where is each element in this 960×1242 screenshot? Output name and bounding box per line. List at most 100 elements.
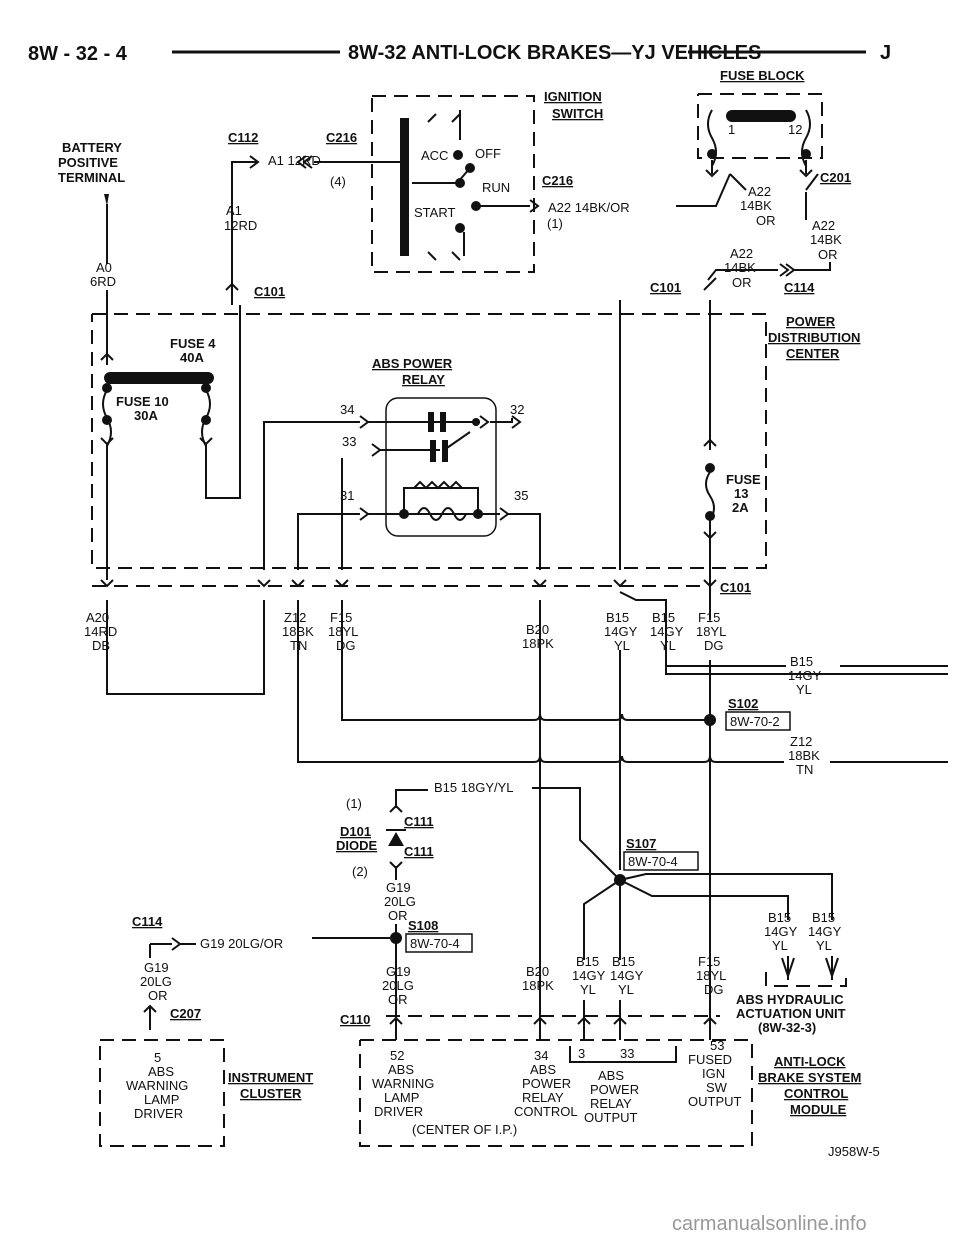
c112-label: C112 [228,130,258,145]
svg-text:A22 14BK/OR: A22 14BK/OR [548,200,630,215]
svg-text:B15: B15 [812,910,835,925]
svg-text:20LG: 20LG [384,894,416,909]
svg-text:OR: OR [732,275,752,290]
svg-text:A0: A0 [96,260,112,275]
svg-text:YL: YL [614,638,630,653]
svg-text:YL: YL [816,938,832,953]
s108-label: S108 [408,918,438,933]
svg-text:33: 33 [342,434,356,449]
svg-text:14GY: 14GY [764,924,798,939]
svg-text:20LG: 20LG [382,978,414,993]
svg-text:33: 33 [620,1046,634,1061]
c114-left-label: C114 [132,914,163,929]
c111-label-b: C111 [404,844,434,859]
svg-text:13: 13 [734,486,748,501]
svg-text:B15: B15 [652,610,675,625]
svg-text:F15: F15 [698,610,720,625]
svg-text:MODULE: MODULE [790,1102,847,1117]
svg-text:14GY: 14GY [572,968,606,983]
svg-text:ABS: ABS [530,1062,556,1077]
svg-text:OR: OR [148,988,168,1003]
vehicle-code: J [880,42,891,64]
svg-text:CONTROL: CONTROL [784,1086,848,1101]
svg-text:18YL: 18YL [696,624,726,639]
svg-text:OR: OR [388,992,408,1007]
svg-text:ACC: ACC [421,148,448,163]
svg-text:ACTUATION UNIT: ACTUATION UNIT [736,1006,846,1021]
svg-text:34: 34 [534,1048,548,1063]
c101-bottom-label: C101 [720,580,751,595]
abs-hydraulic-unit-label: ABS HYDRAULIC [736,992,844,1007]
svg-text:14BK: 14BK [740,198,772,213]
svg-text:FUSE 10: FUSE 10 [116,394,169,409]
svg-text:OUTPUT: OUTPUT [688,1094,742,1109]
svg-text:B15: B15 [612,954,635,969]
svg-text:START: START [414,205,455,220]
svg-text:A1 12RD: A1 12RD [268,153,321,168]
svg-text:POWER: POWER [522,1076,571,1091]
svg-text:B15: B15 [768,910,791,925]
svg-text:A22: A22 [812,218,835,233]
svg-text:8W-70-2: 8W-70-2 [730,714,780,729]
svg-text:RUN: RUN [482,180,510,195]
svg-text:18YL: 18YL [328,624,358,639]
svg-text:B15 18GY/YL: B15 18GY/YL [434,780,514,795]
svg-text:YL: YL [580,982,596,997]
s102-label: S102 [728,696,758,711]
svg-text:CENTER: CENTER [786,346,840,361]
svg-text:B15: B15 [576,954,599,969]
svg-text:35: 35 [514,488,528,503]
svg-text:YL: YL [618,982,634,997]
svg-text:OUTPUT: OUTPUT [584,1110,638,1125]
svg-text:3: 3 [578,1046,585,1061]
svg-text:18YL: 18YL [696,968,726,983]
svg-text:ABS: ABS [598,1068,624,1083]
svg-text:B15: B15 [606,610,629,625]
svg-text:RELAY: RELAY [522,1090,564,1105]
abs-control-module-label: ANTI-LOCK [774,1054,846,1069]
svg-text:ABS: ABS [388,1062,414,1077]
svg-text:14RD: 14RD [84,624,117,639]
svg-text:14BK: 14BK [724,260,756,275]
svg-text:A22: A22 [748,184,771,199]
svg-text:BRAKE SYSTEM: BRAKE SYSTEM [758,1070,861,1085]
svg-text:YL: YL [796,682,812,697]
svg-text:A1: A1 [226,203,242,218]
svg-text:Z12: Z12 [790,734,812,749]
svg-text:RELAY: RELAY [402,372,445,387]
c111-label-a: C111 [404,814,434,829]
svg-text:IGN: IGN [702,1066,725,1081]
figure-id: J958W-5 [828,1144,880,1159]
svg-text:(8W-32-3): (8W-32-3) [758,1020,816,1035]
svg-text:OR: OR [388,908,408,923]
svg-text:40A: 40A [180,350,204,365]
svg-text:34: 34 [340,402,354,417]
svg-text:12: 12 [788,122,802,137]
svg-text:G19: G19 [144,960,169,975]
svg-text:DG: DG [704,638,724,653]
svg-text:FUSE 4: FUSE 4 [170,336,216,351]
svg-text:A20: A20 [86,610,109,625]
watermark: carmanualsonline.info [672,1213,867,1235]
svg-text:CONTROL: CONTROL [514,1104,578,1119]
svg-text:Z12: Z12 [284,610,306,625]
c201-label: C201 [820,170,851,185]
svg-text:F15: F15 [698,954,720,969]
svg-text:32: 32 [510,402,524,417]
svg-text:POSITIVE: POSITIVE [58,155,118,170]
svg-text:WARNING: WARNING [126,1078,188,1093]
svg-text:14BK: 14BK [810,232,842,247]
svg-text:TN: TN [796,762,813,777]
svg-text:RELAY: RELAY [590,1096,632,1111]
svg-text:YL: YL [772,938,788,953]
svg-text:B20: B20 [526,964,549,979]
svg-text:8W-70-4: 8W-70-4 [410,936,460,951]
svg-text:DRIVER: DRIVER [374,1104,423,1119]
svg-text:SW: SW [706,1080,728,1095]
svg-text:20LG: 20LG [140,974,172,989]
svg-text:TERMINAL: TERMINAL [58,170,125,185]
svg-text:FUSED: FUSED [688,1052,732,1067]
svg-text:DB: DB [92,638,110,653]
svg-text:18PK: 18PK [522,636,554,651]
